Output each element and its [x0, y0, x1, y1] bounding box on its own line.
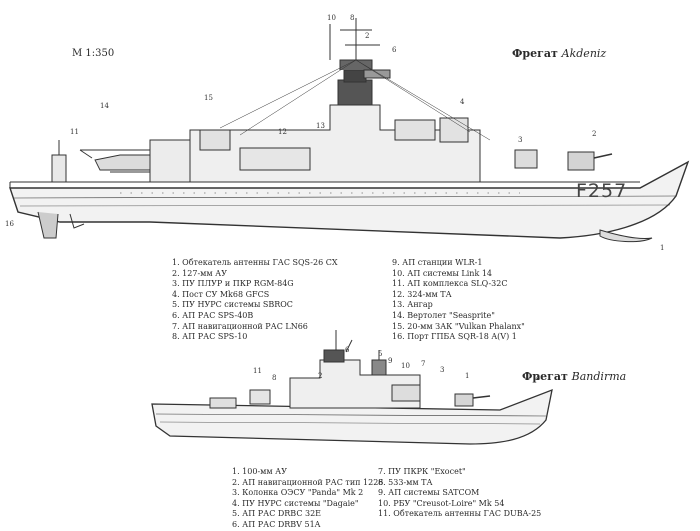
ship1-callout: 15	[204, 94, 213, 102]
ship1-callout: 12	[278, 128, 287, 136]
legend-item: 13. Ангар	[392, 300, 433, 310]
legend-item: 15. 20-мм ЗАК "Vulkan Phalanx"	[392, 321, 525, 331]
ship2-callout: 10	[401, 362, 410, 370]
legend-item: 1. 100-мм АУ	[232, 467, 287, 476]
legend-item: 4. Пост СУ Mk68 GFCS	[172, 289, 270, 299]
ship1-callout: 11	[70, 128, 79, 136]
legend-item: 4. ПУ НУРС системы "Dagaie"	[232, 498, 359, 508]
ship1-title-prefix: Фрегат	[512, 47, 558, 60]
ship1-title-name: Akdeniz	[561, 47, 607, 60]
ship2-legend-left: 1. 100-мм АУ 2. АП навигационной РАС тип…	[232, 467, 383, 531]
ship2-callout: 3	[440, 366, 444, 374]
ship2-callout: 11	[253, 367, 262, 375]
bandirma-profile	[151, 330, 553, 445]
legend-item: 8. АП РАС SPS-10	[172, 332, 248, 342]
ship1-callout: 1	[660, 244, 664, 252]
ship1-legend-right: 9. АП станции WLR-1 10. АП системы Link …	[392, 258, 525, 343]
legend-item: 3. Колонка ОЭСУ "Panda" Mk 2	[232, 488, 364, 498]
legend-item: 9. АП системы SATCOM	[378, 488, 480, 498]
legend-item: 2. АП навигационной РАС тип 1226	[232, 477, 384, 487]
ship2-callout: 9	[388, 357, 392, 365]
legend-item: 8. 533-мм ТА	[378, 477, 433, 487]
ship1-callout: 2	[365, 32, 369, 40]
ship2-callout: 7	[421, 360, 425, 368]
hull-number: F257	[576, 180, 628, 202]
legend-item: 3. ПУ ПЛУР и ПКР RGM-84G	[172, 279, 294, 289]
ship1-callout: 16	[5, 220, 14, 228]
ship1-callout: 4	[460, 98, 465, 106]
ship2-title: Фрегат Bandirma	[522, 370, 626, 383]
ship2-title-prefix: Фрегат	[522, 370, 568, 383]
legend-item: 2. 127-мм АУ	[172, 268, 227, 278]
ship2-callout: 8	[272, 374, 276, 382]
ship2-callout: 4	[536, 374, 541, 382]
legend-item: 6. АП РАС SPS-40B	[172, 310, 254, 320]
legend-item: 14. Вертолет "Seasprite"	[392, 310, 495, 320]
legend-item: 10. АП системы Link 14	[392, 268, 493, 278]
ship2-callout: 2	[318, 372, 322, 380]
ship1-title: Фрегат Akdeniz	[512, 47, 606, 60]
legend-item: 11. АП комплекса SLQ-32C	[392, 279, 508, 289]
legend-item: 12. 324-мм ТА	[392, 289, 452, 299]
ship2-callout: 1	[465, 372, 469, 380]
legend-item: 10. РБУ "Creusot-Loire" Mk 54	[378, 498, 505, 508]
legend-item: 5. ПУ НУРС системы SBROC	[172, 300, 293, 310]
legend-item: 11. Обтекатель антенны ГАС DUBA-25	[378, 509, 542, 519]
ship1-callout: 10	[327, 14, 336, 22]
ship2-legend-right: 7. ПУ ПКРК "Exocet" 8. 533-мм ТА 9. АП с…	[378, 467, 541, 520]
ship2-callout: 5	[378, 350, 382, 358]
ship1-callout: 8	[350, 14, 354, 22]
ship1-callout: 13	[316, 122, 325, 130]
ship2-callout: 6	[345, 346, 350, 354]
scale-label: М 1:350	[72, 48, 115, 59]
ship1-callout: 2	[592, 130, 596, 138]
ship2-title-name: Bandirma	[571, 370, 627, 383]
ship1-callout: 3	[518, 136, 522, 144]
legend-item: 5. АП РАС DRBC 32E	[232, 509, 322, 519]
ship1-legend-left: 1. Обтекатель антенны ГАС SQS-26 CX 2. 1…	[172, 258, 338, 343]
legend-item: 7. АП навигационной РАС LN66	[172, 321, 308, 331]
ship1-callout: 6	[392, 46, 397, 54]
legend-item: 6. АП РАС DRBV 51A	[232, 519, 321, 529]
legend-item: 1. Обтекатель антенны ГАС SQS-26 CX	[172, 258, 338, 267]
legend-item: 9. АП станции WLR-1	[392, 258, 483, 267]
legend-item: 16. Порт ГПБА SQR-18 A(V) 1	[392, 332, 517, 342]
legend-item: 7. ПУ ПКРК "Exocet"	[378, 467, 466, 476]
akdeniz-profile	[9, 18, 690, 243]
ship1-callout: 14	[100, 102, 109, 110]
